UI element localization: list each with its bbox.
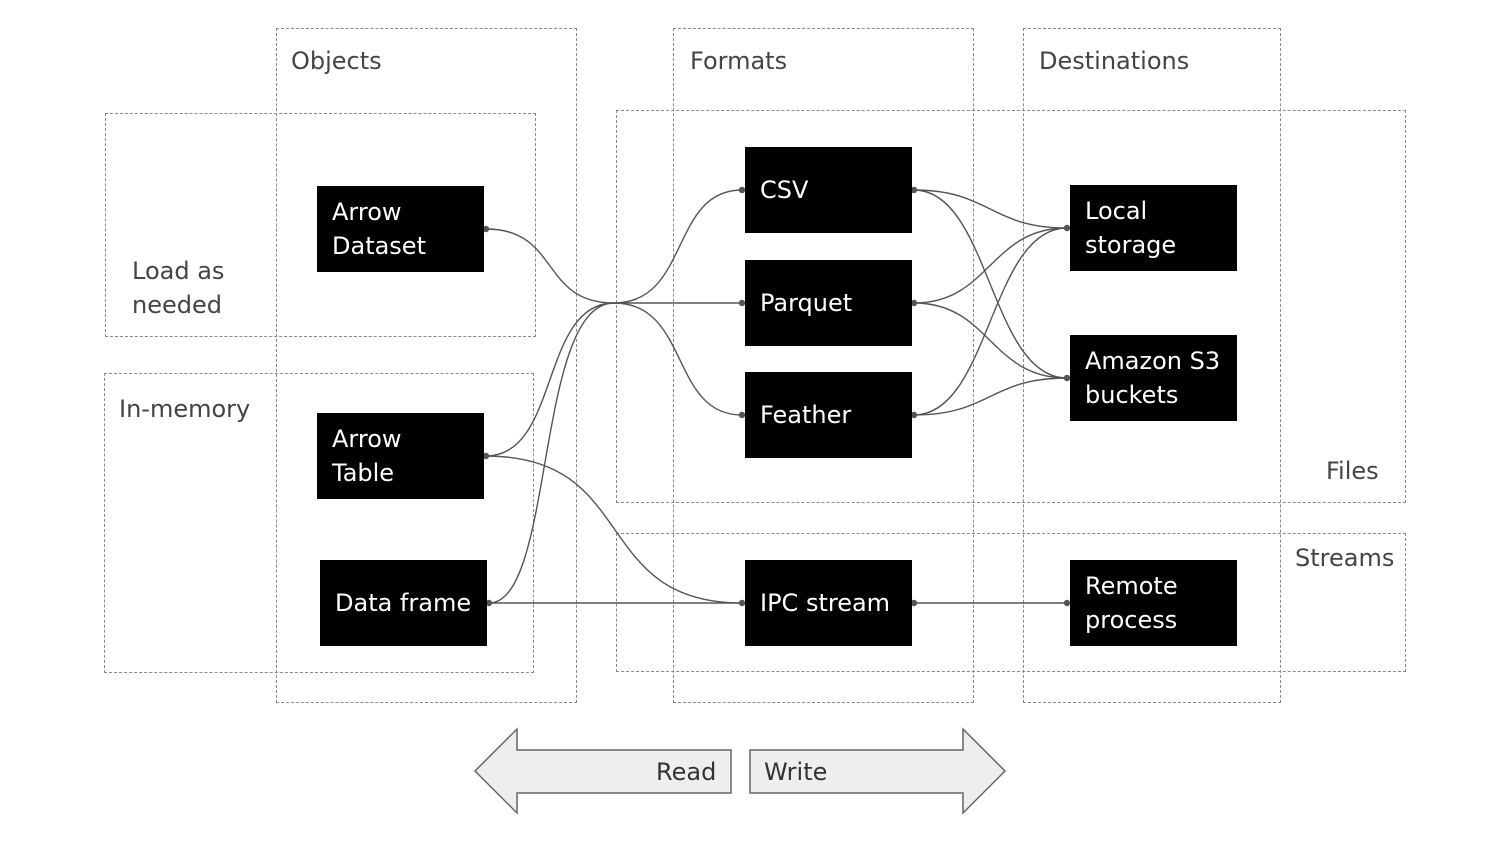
node-ipc-stream: IPC stream xyxy=(745,560,912,646)
column-destinations-label: Destinations xyxy=(1039,47,1190,75)
node-csv-label: CSV xyxy=(760,176,809,204)
node-ipc-stream-label: IPC stream xyxy=(760,589,891,617)
node-amazon-s3-label: Amazon S3 buckets xyxy=(1085,347,1221,409)
node-data-frame: Data frame xyxy=(320,560,487,646)
group-streams-label: Streams xyxy=(1295,544,1395,572)
group-load-as-needed-label: Load as needed xyxy=(132,257,225,319)
node-parquet-label: Parquet xyxy=(760,289,853,317)
node-local-storage: Local storage xyxy=(1070,185,1237,271)
node-feather: Feather xyxy=(745,372,912,458)
node-arrow-table-label: Arrow Table xyxy=(332,425,402,487)
node-remote-process: Remote process xyxy=(1070,560,1237,646)
node-feather-label: Feather xyxy=(760,401,852,429)
group-in-memory-label: In-memory xyxy=(119,395,251,423)
node-arrow-dataset-label: Arrow Dataset xyxy=(332,198,426,260)
write-label: Write xyxy=(764,758,828,786)
node-parquet: Parquet xyxy=(745,260,912,346)
node-csv: CSV xyxy=(745,147,912,233)
read-label: Read xyxy=(656,758,717,786)
node-arrow-table: Arrow Table xyxy=(317,413,484,499)
node-remote-process-label: Remote process xyxy=(1085,572,1178,634)
column-objects-label: Objects xyxy=(291,47,382,75)
group-load-as-needed xyxy=(105,113,536,337)
node-arrow-dataset: Arrow Dataset xyxy=(317,186,484,272)
group-files-label: Files xyxy=(1326,457,1379,485)
column-formats-label: Formats xyxy=(690,47,788,75)
node-amazon-s3: Amazon S3 buckets xyxy=(1070,335,1237,421)
node-data-frame-label: Data frame xyxy=(335,589,472,617)
node-local-storage-label: Local storage xyxy=(1085,197,1177,259)
